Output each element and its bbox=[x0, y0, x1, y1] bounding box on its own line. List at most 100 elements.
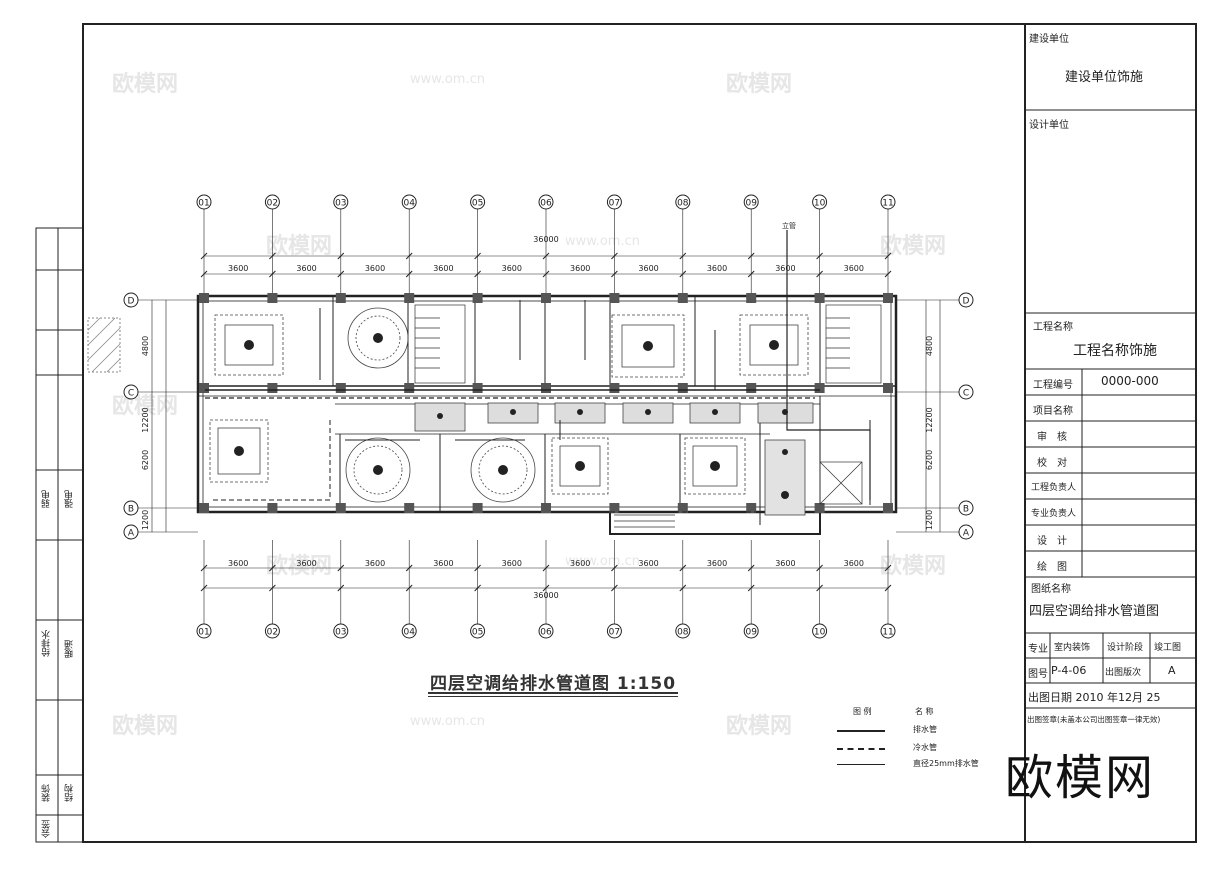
stamp-label: 出图签章(未盖本公司出图签章一律无效) bbox=[1027, 715, 1161, 724]
axis-label-top: 07 bbox=[609, 199, 620, 209]
column bbox=[267, 293, 278, 303]
column bbox=[609, 503, 620, 513]
span-dim-top: 3600 bbox=[775, 264, 795, 273]
row-dim-right: 6200 bbox=[925, 450, 934, 470]
sign-strip bbox=[35, 227, 84, 843]
hatched-block bbox=[87, 317, 121, 373]
project-name-label: 工程名称 bbox=[1033, 322, 1073, 333]
legend-header-name: 名 称 bbox=[915, 707, 934, 716]
span-dim-top: 3600 bbox=[296, 264, 316, 273]
design-unit-label: 设计单位 bbox=[1029, 120, 1069, 131]
number-value: P-4-06 bbox=[1051, 664, 1087, 677]
legend-header-icon: 图 例 bbox=[853, 707, 872, 716]
column bbox=[472, 383, 483, 393]
axis-label-top: 08 bbox=[677, 199, 689, 209]
row-label-right: A bbox=[963, 529, 970, 539]
axis-label-bottom: 06 bbox=[540, 628, 552, 638]
column bbox=[404, 503, 415, 513]
legend-item-name: 冷水管 bbox=[913, 743, 937, 752]
span-dim-bottom: 3600 bbox=[296, 559, 316, 568]
column bbox=[541, 293, 551, 303]
spec-value: 室内装饰 bbox=[1054, 643, 1091, 653]
axis-label-top: 01 bbox=[198, 199, 209, 209]
axis-grid: 0101020203030404050506060707080809091010… bbox=[123, 194, 974, 639]
sign-label: 暖通 bbox=[65, 640, 75, 658]
span-dim-bottom: 3600 bbox=[228, 559, 248, 568]
row-label: 工程编号 bbox=[1033, 380, 1073, 391]
sign-label: 装饰 bbox=[42, 784, 52, 802]
title-block-grid bbox=[1025, 109, 1196, 709]
axis-label-bottom: 04 bbox=[403, 628, 415, 638]
column bbox=[335, 293, 346, 303]
sign-label: 强电 bbox=[65, 490, 75, 508]
legend-line-solid bbox=[837, 730, 885, 732]
row-label-left: A bbox=[128, 529, 135, 539]
column bbox=[199, 293, 209, 303]
column bbox=[609, 293, 620, 303]
legend: 图 例 名 称 排水管 冷水管 直径25mm排水管 bbox=[835, 704, 995, 774]
column bbox=[677, 383, 688, 393]
issue-date: 出图日期 2010 年12月 25 bbox=[1028, 691, 1161, 704]
legend-line-thin bbox=[837, 764, 885, 765]
span-dim-bottom: 3600 bbox=[707, 559, 727, 568]
axis-label-top: 04 bbox=[403, 199, 415, 209]
span-dim-bottom: 3600 bbox=[502, 559, 522, 568]
dimension-lines: 3600 3600 3600 3600 3600 3600 3600 3600 3600 3600… bbox=[141, 235, 941, 600]
span-dim-top: 3600 bbox=[365, 264, 385, 273]
span-dim-top: 3600 bbox=[228, 264, 248, 273]
row-label: 校 对 bbox=[1037, 458, 1067, 469]
column bbox=[746, 503, 757, 513]
row-label-right: B bbox=[963, 505, 969, 515]
construction-unit-value: 建设单位饰施 bbox=[1065, 70, 1144, 85]
legend-line-dashed bbox=[837, 748, 885, 750]
number-label: 图号 bbox=[1028, 669, 1048, 680]
structural-columns bbox=[199, 293, 893, 513]
column bbox=[677, 503, 688, 513]
riser-tag: 立管 bbox=[782, 221, 796, 230]
row-dim-right: 1200 bbox=[925, 510, 934, 530]
row-label-right: C bbox=[963, 389, 969, 399]
column bbox=[199, 503, 209, 513]
axis-label-bottom: 07 bbox=[609, 628, 620, 638]
span-dim-bottom: 3600 bbox=[433, 559, 453, 568]
sign-strip-labels: 弱电 强电 给排水 暖通 装饰 结构 会签 bbox=[36, 228, 83, 842]
column bbox=[883, 503, 893, 513]
total-dim-bottom: 36000 bbox=[533, 591, 558, 600]
axis-label-bottom: 10 bbox=[814, 628, 826, 638]
axis-label-top: 09 bbox=[745, 199, 757, 209]
legend-item-name: 排水管 bbox=[913, 725, 937, 734]
edition-value: A bbox=[1168, 664, 1176, 677]
span-dim-bottom: 3600 bbox=[844, 559, 864, 568]
column bbox=[883, 293, 893, 303]
axis-label-top: 03 bbox=[335, 199, 346, 209]
row-label: 专业负责人 bbox=[1031, 509, 1077, 519]
edition-label: 出图版次 bbox=[1105, 668, 1142, 678]
sign-label: 会签 bbox=[42, 820, 52, 838]
column bbox=[541, 383, 551, 393]
axis-label-bottom: 03 bbox=[335, 628, 346, 638]
row-dim-left: 12200 bbox=[141, 407, 150, 432]
span-dim-bottom: 3600 bbox=[365, 559, 385, 568]
spec-label: 专业 bbox=[1028, 644, 1048, 655]
sign-label: 给排水 bbox=[42, 630, 52, 657]
span-dim-top: 3600 bbox=[570, 264, 590, 273]
column bbox=[609, 383, 620, 393]
row-value: 0000-000 bbox=[1101, 374, 1159, 388]
column bbox=[677, 293, 688, 303]
row-label-left: B bbox=[128, 505, 134, 515]
title-block: 建设单位 建设单位饰施 设计单位 工程名称 工程名称饰施 工程编号 0000-0… bbox=[1025, 24, 1196, 842]
span-dim-bottom: 3600 bbox=[775, 559, 795, 568]
axis-label-bottom: 05 bbox=[472, 628, 483, 638]
column bbox=[746, 293, 757, 303]
column bbox=[883, 383, 893, 393]
sign-label: 结构 bbox=[65, 784, 75, 802]
axis-label-bottom: 09 bbox=[745, 628, 757, 638]
row-label: 设 计 bbox=[1037, 536, 1067, 547]
row-dim-right: 4800 bbox=[925, 336, 934, 356]
plan-title: 四层空调给排水管道图 1:150 bbox=[430, 674, 677, 694]
axis-label-bottom: 11 bbox=[882, 628, 893, 638]
axis-label-top: 05 bbox=[472, 199, 483, 209]
axis-label-bottom: 02 bbox=[267, 628, 278, 638]
